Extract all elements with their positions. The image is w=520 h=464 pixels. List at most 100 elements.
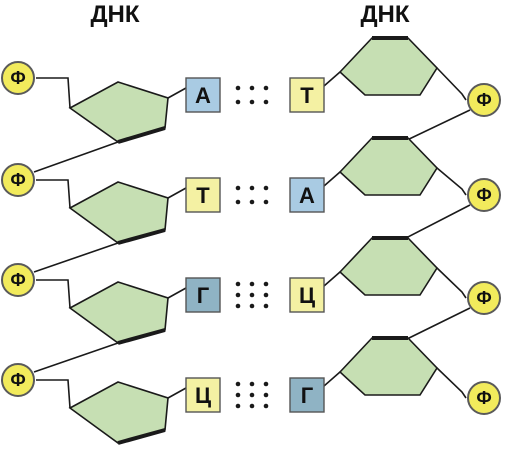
base-box: [185, 277, 221, 313]
hydrogen-bond-layer: [235, 85, 269, 409]
right-sugar-phosphate-bond: [436, 67, 467, 101]
hydrogen-bond-dot: [235, 381, 241, 387]
phosphate-group: Ф: [467, 281, 501, 315]
left-nucleobase: А: [185, 77, 221, 113]
hydrogen-bond-dot: [249, 85, 255, 91]
deoxyribose-sugar: [68, 381, 169, 444]
base-box: [185, 377, 221, 413]
phosphate-circle: [467, 178, 501, 212]
base-letter: А: [195, 83, 211, 108]
deoxyribose-sugar: [68, 81, 169, 143]
backbone-layer: [33, 67, 471, 409]
hydrogen-bond-dot: [249, 281, 255, 287]
phosphate-label: Ф: [476, 288, 491, 308]
phosphate-circle: [467, 281, 501, 315]
right-base-sugar-bond: [323, 371, 341, 387]
sugar-thick-edge: [117, 126, 166, 144]
deoxyribose-sugar: [338, 237, 439, 296]
left-sugar-base-bond: [167, 287, 187, 299]
phosphate-circle: [467, 83, 501, 117]
left-phosphate-sugar-bond: [36, 77, 71, 109]
phosphate-label: Ф: [10, 370, 25, 390]
hydrogen-bond-dot: [249, 381, 255, 387]
hydrogen-bond-dot: [235, 303, 241, 309]
left-phosphate-sugar-bond: [36, 279, 71, 309]
phosphate-circle: [1, 263, 35, 297]
hydrogen-bond-dot: [263, 292, 269, 298]
right-nucleobase: Ц: [289, 277, 325, 313]
hydrogen-bond-dot: [263, 303, 269, 309]
hydrogen-bond-dot: [249, 99, 255, 105]
sugar-layer: [68, 36, 439, 445]
hydrogen-bond-dot: [235, 99, 241, 105]
hydrogen-bond: [235, 185, 269, 205]
phosphate-group: Ф: [467, 381, 501, 415]
left-sugar-base-bond: [167, 187, 187, 199]
base-box: [185, 77, 221, 113]
hydrogen-bond-dot: [249, 185, 255, 191]
base-letter: Т: [300, 83, 314, 108]
hydrogen-bond-dot: [263, 403, 269, 409]
base-letter: Ц: [299, 283, 315, 308]
base-box: [289, 277, 325, 313]
deoxyribose-sugar: [338, 37, 439, 96]
base-letter: Г: [197, 283, 210, 308]
base-box: [289, 77, 325, 113]
phosphate-label: Ф: [10, 68, 25, 88]
hydrogen-bond-dot: [249, 403, 255, 409]
deoxyribose-sugar: [338, 337, 439, 396]
hydrogen-bond-dot: [235, 392, 241, 398]
right-nucleobase: А: [289, 177, 325, 213]
right-base-sugar-bond: [323, 171, 341, 187]
sugar-thick-edge: [117, 428, 166, 445]
right-strand-title: ДНК: [360, 1, 409, 28]
left-phosphate-sugar-bond: [36, 179, 71, 209]
sugar-thick-edge: [117, 228, 166, 245]
phosphate-group: Ф: [1, 163, 35, 197]
hydrogen-bond-dot: [235, 85, 241, 91]
hydrogen-bond: [235, 381, 269, 409]
hydrogen-bond-dot: [263, 381, 269, 387]
sugar-thick-edge: [117, 328, 166, 345]
base-box: [185, 177, 221, 213]
hydrogen-bond-dot: [249, 392, 255, 398]
hydrogen-bond-dot: [235, 292, 241, 298]
deoxyribose-sugar: [68, 281, 169, 344]
left-sugar-phosphate-bond: [33, 342, 119, 373]
phosphate-label: Ф: [476, 90, 491, 110]
left-sugar-phosphate-bond: [33, 242, 119, 273]
phosphate-layer: Ф Ф Ф Ф Ф Ф Ф Ф: [1, 61, 501, 415]
phosphate-group: Ф: [1, 61, 35, 95]
phosphate-circle: [1, 163, 35, 197]
phosphate-group: Ф: [1, 363, 35, 397]
hydrogen-bond: [235, 281, 269, 309]
hydrogen-bond-dot: [235, 281, 241, 287]
hydrogen-bond-dot: [235, 403, 241, 409]
phosphate-label: Ф: [10, 170, 25, 190]
right-nucleobase: Г: [289, 377, 325, 413]
right-sugar-phosphate-bond: [436, 367, 467, 399]
left-nucleobase: Г: [185, 277, 221, 313]
deoxyribose-sugar: [338, 137, 439, 196]
hydrogen-bond-dot: [263, 281, 269, 287]
phosphate-label: Ф: [10, 270, 25, 290]
phosphate-circle: [1, 61, 35, 95]
base-box: [289, 377, 325, 413]
phosphate-label: Ф: [476, 388, 491, 408]
right-base-sugar-bond: [323, 71, 341, 87]
base-letter: А: [299, 183, 315, 208]
right-base-sugar-bond: [323, 271, 341, 287]
hydrogen-bond-dot: [263, 392, 269, 398]
phosphate-label: Ф: [476, 185, 491, 205]
left-sugar-phosphate-bond: [33, 141, 119, 173]
phosphate-circle: [467, 381, 501, 415]
deoxyribose-sugar: [68, 181, 169, 244]
base-letter: Т: [196, 183, 210, 208]
hydrogen-bond-dot: [235, 185, 241, 191]
phosphate-group: Ф: [467, 178, 501, 212]
hydrogen-bond-dot: [263, 185, 269, 191]
hydrogen-bond-dot: [263, 85, 269, 91]
right-nucleobase: Т: [289, 77, 325, 113]
right-sugar-phosphate-bond: [436, 267, 467, 299]
